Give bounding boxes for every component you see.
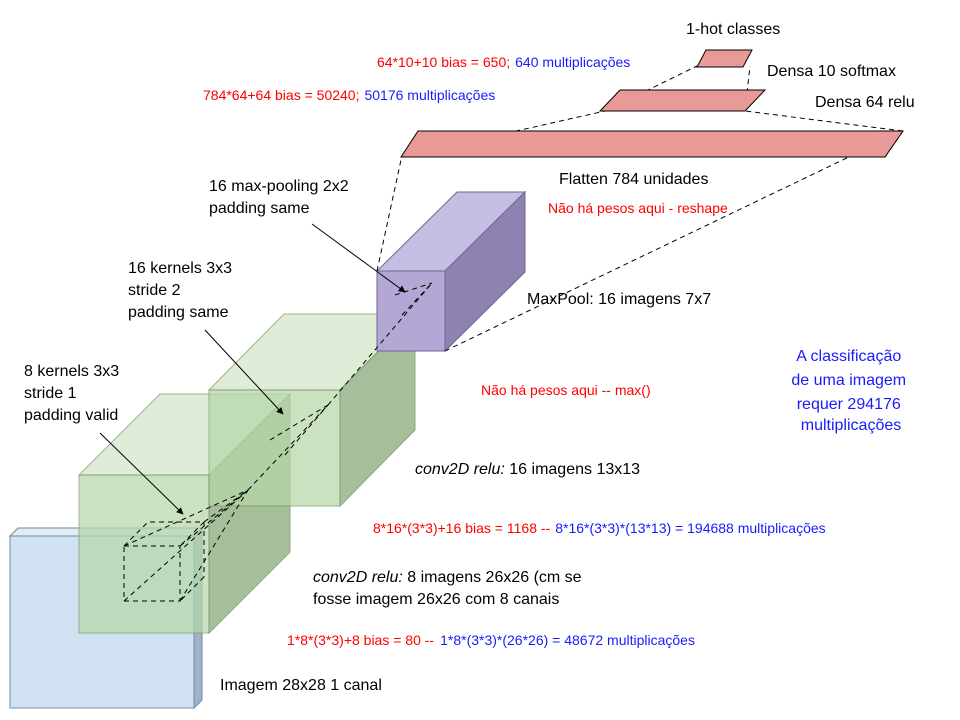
conv2-block [207,312,417,508]
input-label: Imagem 28x28 1 canal [220,677,382,694]
dense64-layer [598,89,767,112]
conv1-label-line2: fosse imagem 26x26 com 8 canais [313,591,559,608]
summary-note: A classificação de uma imagem requer 294… [791,348,910,434]
maxpool-block [375,190,527,353]
dense10-label: Densa 10 softmax [767,63,896,80]
flatten-label: Flatten 784 unidades [559,171,708,188]
callout-arrows [99,223,406,515]
conv2-params: 8*16*(3*3)+16 bias = 1168 --8*16*(3*3)*(… [373,520,826,536]
dense64-label: Densa 64 relu [815,94,915,111]
onehot-label: 1-hot classes [686,21,780,38]
conv1-label: conv2D relu: 8 imagens 26x26 (cm se [313,569,582,586]
dense10-layer [696,49,753,68]
conv1-kernel-note: 8 kernels 3x3 stride 1 padding valid [24,363,124,424]
conv2-label: conv2D relu: 16 imagens 13x13 [415,461,640,478]
flatten-layer [400,130,904,158]
pool-kernel-note: 16 max-pooling 2x2 padding same [209,178,353,217]
dense64-params: 784*64+64 bias = 50240;50176 multiplicaç… [203,87,495,103]
conv2-kernel-note: 16 kernels 3x3 stride 2 padding same [128,260,237,321]
flatten-note: Não há pesos aqui - reshape [548,200,728,216]
receptive-field-lines [123,65,904,602]
maxpool-label: MaxPool: 16 imagens 7x7 [527,291,711,308]
maxpool-note: Não há pesos aqui -- max() [481,382,651,398]
conv1-params: 1*8*(3*3)+8 bias = 80 --1*8*(3*3)*(26*26… [287,632,695,648]
dense10-params: 64*10+10 bias = 650;640 multiplicações [377,54,630,70]
